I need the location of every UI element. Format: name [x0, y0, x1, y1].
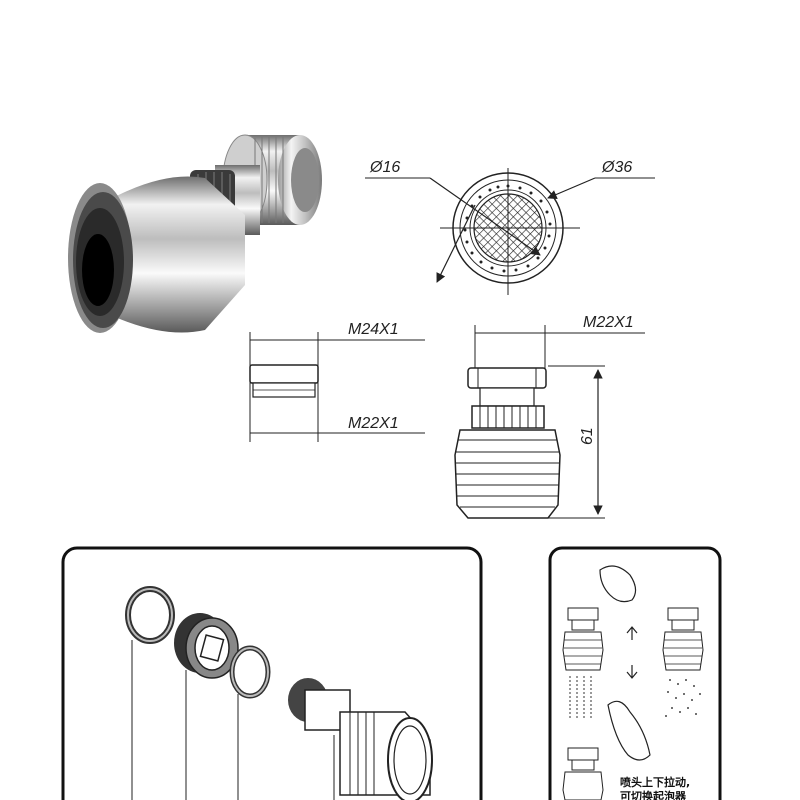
height-label: 61 [579, 427, 596, 445]
inner-diameter-label: Ø16 [369, 159, 400, 176]
top-thread-label: M24X1 [348, 321, 399, 338]
usage-caption-line2: 可切换起泡器 [620, 789, 687, 800]
usage-panel: 喷头上下拉动, 可切换起泡器 [548, 546, 722, 800]
product-photo [68, 134, 322, 333]
side-thread-label: M22X1 [583, 314, 634, 331]
bottom-thread-label: M22X1 [348, 415, 399, 432]
top-view-diagram: Ø16 Ø36 [365, 159, 655, 295]
outer-diameter-label: Ø36 [601, 159, 632, 176]
usage-caption-line1: 喷头上下拉动, [620, 775, 690, 789]
connector-side-diagram: M24X1 M22X1 [249, 321, 425, 442]
assembly-panel [61, 546, 483, 800]
aerator-side-diagram: M22X1 61 [454, 314, 645, 519]
